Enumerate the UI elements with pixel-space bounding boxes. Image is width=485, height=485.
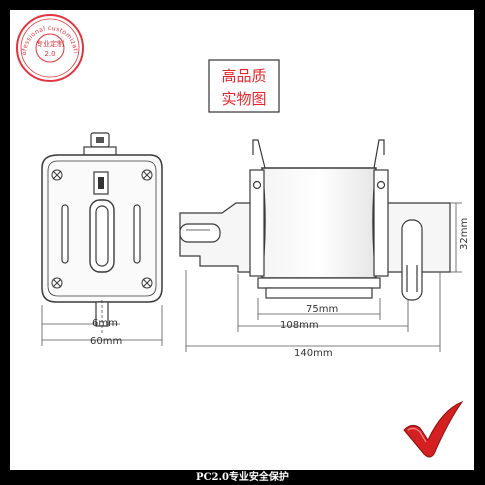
quality-badge: 高品质 实物图 [208,59,280,113]
badge-line1: 高品质 [221,67,266,85]
side-dimensions [185,202,462,352]
footer-text: PC2.0专业安全保护 [196,472,289,483]
stamp-seal: Professional customization 专业定制 2.0 [16,14,84,82]
badge-line2: 实物图 [221,90,266,108]
fuse-drawing: Professional customization 专业定制 2.0 高品质 … [16,14,470,458]
fuse-side-view [179,139,451,301]
diagram-canvas: Professional customization 专业定制 2.0 高品质 … [10,10,474,470]
dim-60mm: 60mm [90,336,122,347]
front-dimensions [41,305,163,346]
stamp-inner-text: 专业定制 [36,39,64,48]
dim-6mm: 6mm [92,318,118,329]
dim-140mm: 140mm [294,348,333,359]
dim-75mm: 75mm [306,304,338,315]
fuse-front-view [41,132,163,334]
dim-108mm: 108mm [280,320,319,331]
dim-32mm: 32mm [459,218,470,250]
stamp-version: 2.0 [44,50,55,58]
checkmark-icon [403,400,464,458]
